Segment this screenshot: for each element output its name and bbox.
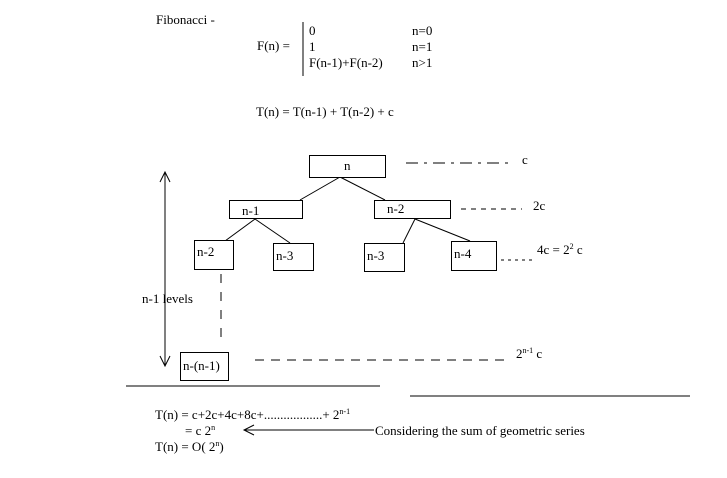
edge-n-1-to-n-3 [254,218,291,244]
node-n-2: n-2 [374,200,451,219]
case-2-condition: n>1 [412,55,433,70]
note-arrow-head [242,424,255,436]
edge-n-to-n-1 [299,176,341,201]
node-left-n-3: n-3 [273,243,314,271]
summary-line1-prefix: T(n) = c+2c+4c+8c+..................+ 2 [155,407,340,422]
cost-level2-suffix: c [573,242,583,257]
cost-last-base: 2 [516,346,523,361]
fibonacci-heading: Fibonacci - [156,12,215,27]
cost-level2: 4c = 22 c [537,243,583,257]
node-right-n-3-label: n-3 [367,248,385,263]
cost-level1: 2c [533,198,546,213]
node-n-1: n-1 [229,200,303,219]
case-0-value: 0 [309,23,316,38]
case-2-value: F(n-1)+F(n-2) [309,55,383,70]
cost-level2-exp: 2 [569,242,574,251]
node-last-label: n-(n-1) [183,358,220,373]
case-0-condition: n=0 [412,23,433,38]
node-right-n-4: n-4 [451,241,497,271]
edge-n-2-to-n-4 [414,218,471,242]
fibonacci-lhs: F(n) = [257,38,290,53]
node-left-n-3-label: n-3 [276,248,294,263]
cost-level0: c [522,152,528,167]
node-root: n [309,155,386,178]
summary-line3: T(n) = O( 2n) [155,440,224,454]
levels-arrow-bottom [159,355,171,368]
geometric-series-note: Considering the sum of geometric series [375,423,585,438]
case-1-value: 1 [309,39,316,54]
summary-line2-prefix: = c 2 [185,423,212,438]
case-1-condition: n=1 [412,39,433,54]
summary-line1-exp: n-1 [339,407,351,416]
node-root-label: n [344,158,351,173]
edge-n-to-n-2 [339,176,386,201]
edge-n-1-to-n-2 [224,218,256,242]
cost-last: 2n-1 c [516,347,542,361]
levels-label: n-1 levels [142,291,193,306]
node-left-n-2: n-2 [194,240,234,270]
recurrence-equation: T(n) = T(n-1) + T(n-2) + c [256,104,394,119]
cost-level2-prefix: 4c = 2 [537,242,570,257]
summary-line2: = c 2n [185,424,215,438]
node-left-n-2-label: n-2 [197,244,215,259]
levels-arrow-top [159,170,171,183]
summary-line1: T(n) = c+2c+4c+8c+..................+ 2n… [155,408,350,422]
cost-last-suffix: c [533,346,543,361]
node-n-2-label: n-2 [387,201,405,216]
cost-last-exp: n-1 [522,346,534,355]
node-last: n-(n-1) [180,352,229,381]
node-right-n-3: n-3 [364,243,405,272]
node-n-1-label: n-1 [242,203,260,218]
edge-n-2-to-n-3 [402,218,416,244]
summary-line3-prefix: T(n) = O( 2 [155,439,216,454]
summary-line3-exp: n [215,439,220,448]
node-right-n-4-label: n-4 [454,246,472,261]
summary-line3-suffix: ) [219,439,224,454]
summary-line2-exp: n [211,423,216,432]
